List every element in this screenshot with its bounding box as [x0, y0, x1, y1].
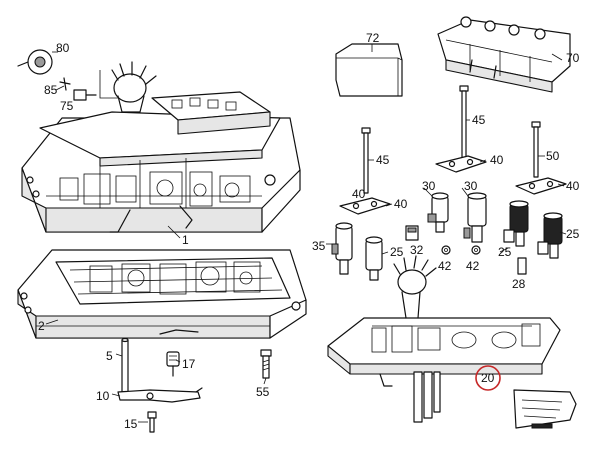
valve-body-lower — [17, 249, 307, 339]
callout-labels: 80 85 75 1 2 5 17 10 15 55 72 70 45 45 5… — [38, 31, 580, 431]
callout-75: 75 — [60, 99, 74, 113]
callout-45-left: 45 — [376, 153, 390, 167]
callout-28: 28 — [512, 277, 526, 291]
bolt-part — [260, 349, 272, 379]
solenoid-valve-35 — [331, 222, 353, 275]
small-fitting-part — [59, 77, 97, 101]
callout-50: 50 — [546, 149, 560, 163]
cable-label-detail — [513, 389, 577, 429]
connector-32 — [405, 225, 419, 241]
callout-72: 72 — [366, 31, 380, 45]
plug-part — [166, 351, 180, 377]
callout-45-right: 45 — [472, 113, 486, 127]
callout-25-mid: 25 — [498, 245, 512, 259]
callout-20: 20 — [481, 371, 495, 385]
callout-40-left: 40 — [394, 197, 408, 211]
callout-42-right: 42 — [466, 259, 480, 273]
long-bolt-45-right — [459, 85, 469, 164]
screw-part — [147, 411, 157, 433]
bracket-part — [515, 177, 567, 195]
valve-body-upper — [21, 61, 301, 233]
callout-35: 35 — [312, 239, 326, 253]
callout-40-lower: 40 — [352, 187, 366, 201]
callout-42-left: 42 — [438, 259, 452, 273]
callout-1: 1 — [182, 233, 189, 247]
nut-42 — [471, 245, 481, 255]
retaining-clip-part — [17, 49, 53, 75]
pin-part — [121, 337, 129, 393]
long-bolt-45-left — [361, 127, 371, 194]
callout-40-right: 40 — [566, 179, 580, 193]
callout-25-left: 25 — [390, 245, 404, 259]
bracket-part — [435, 155, 487, 173]
highlight-ring-20[interactable] — [475, 365, 501, 391]
cover-block-part — [335, 43, 403, 97]
bolt-50 — [531, 121, 541, 178]
nut-42 — [441, 245, 451, 255]
electric-control-block — [437, 16, 571, 93]
leader-lines — [45, 44, 567, 423]
callout-5: 5 — [106, 349, 113, 363]
detent-lever-part — [117, 387, 203, 403]
callout-10: 10 — [96, 389, 110, 403]
callout-40-top: 40 — [490, 153, 504, 167]
solenoid-valve-25-b — [537, 212, 563, 259]
callout-80: 80 — [56, 41, 70, 55]
callout-70: 70 — [566, 51, 580, 65]
callout-32: 32 — [410, 243, 424, 257]
callout-25-right: 25 — [566, 227, 580, 241]
callout-2: 2 — [38, 319, 45, 333]
conductor-plate-part — [327, 255, 561, 423]
seal-28 — [517, 257, 527, 275]
solenoid-valve-30-left — [427, 192, 449, 233]
bracket-part — [339, 197, 391, 215]
callout-30-right: 30 — [464, 179, 478, 193]
callout-17: 17 — [182, 357, 196, 371]
callout-15: 15 — [124, 417, 138, 431]
solenoid-valve-25-a — [503, 200, 529, 247]
callout-30-left: 30 — [422, 179, 436, 193]
callout-55: 55 — [256, 385, 270, 399]
solenoid-valve-30-right — [463, 192, 487, 243]
solenoid-valve-25-c — [365, 236, 383, 281]
callout-85: 85 — [44, 83, 58, 97]
